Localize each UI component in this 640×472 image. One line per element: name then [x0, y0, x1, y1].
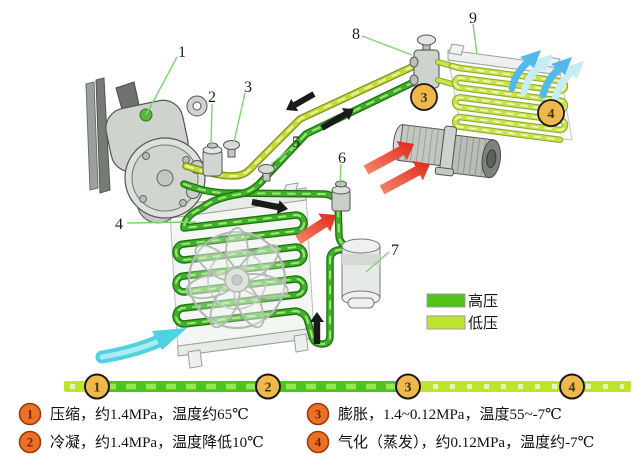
sight-glass-6: [331, 180, 351, 212]
diagram-stage-circle-4: [537, 99, 565, 127]
part-label-1: 1: [178, 44, 186, 61]
cold-air-out-arrows: [508, 50, 572, 99]
stage-circle-4: [559, 373, 585, 400]
compressor-bolt: [142, 152, 150, 160]
leader-6: [339, 163, 342, 187]
stage-item-circle: [18, 430, 42, 454]
hot-air-arrows: [295, 141, 430, 245]
compressor-bolt: [179, 199, 187, 207]
stage-item-text: 膨胀，1.4~0.12MPa，温度55~-7℃: [338, 406, 562, 423]
evaporator-tab-left: [448, 43, 465, 56]
stage-item-circle: [306, 430, 330, 454]
stage-circle-num-2: 2: [265, 381, 272, 396]
stage-circle-num-3: 3: [405, 381, 412, 396]
part-label-2: 2: [208, 89, 216, 106]
part-labels: 1 2 3 4 5 6 7 8 9: [115, 10, 477, 259]
expansion-valve: [409, 34, 440, 89]
fan-blades: [185, 227, 289, 329]
stage-circle-num-1: 1: [94, 381, 101, 396]
stage-item-1: 1 压缩，约1.4MPa，温度约65℃: [18, 402, 249, 426]
diagram-stage-circle-3: [410, 83, 438, 111]
part-label-7: 7: [391, 242, 399, 259]
stage-circle-num-4: 4: [569, 381, 576, 396]
stage-item-circle: [306, 402, 330, 426]
legend-swatch-low-pressure: [426, 315, 466, 330]
blower-ribs-right: [456, 135, 487, 177]
leader-2: [210, 103, 213, 146]
stage-item-circle: [18, 402, 42, 426]
stage-item-num: 4: [315, 435, 322, 450]
legend-label-high-pressure: 高压: [468, 293, 498, 310]
part-label-9: 9: [469, 10, 477, 27]
leader-5: [268, 146, 293, 167]
stage-circle-1: [84, 373, 110, 400]
hot-air-arrow: [379, 161, 430, 195]
part-label-4: 4: [115, 216, 123, 233]
leader-1: [145, 56, 178, 116]
part-label-3: 3: [244, 79, 252, 96]
leader-4: [126, 221, 197, 224]
stage-item-2: 2 冷凝，约1.4MPa，温度降低10℃: [18, 430, 264, 454]
legend-swatch-high-pressure: [426, 293, 466, 308]
stage-bar-markers: 1 2 3 4: [84, 373, 585, 400]
stage-circle-2: [255, 373, 281, 400]
receiver-drier: [341, 238, 381, 309]
blower-mount: [434, 166, 454, 177]
hot-air-arrow: [295, 213, 336, 245]
compressor-ear-hole: [192, 101, 202, 111]
stage-list: 1 压缩，约1.4MPa，温度约65℃ 2 冷凝，约1.4MPa，温度降低10℃…: [18, 402, 594, 454]
stage-item-text: 压缩，约1.4MPa，温度约65℃: [50, 406, 249, 423]
condenser-leg-left: [187, 349, 203, 369]
valve-5: [258, 164, 275, 182]
leader-3: [233, 92, 246, 143]
cold-air-intake-arrow: [95, 328, 187, 364]
part-label-8: 8: [352, 26, 360, 43]
flow-arrows: [251, 91, 354, 344]
flow-arrow-condenser-top: [251, 198, 288, 214]
hot-air-arrow: [363, 141, 414, 175]
compressor: [85, 77, 208, 224]
compressor-bolt: [139, 195, 147, 203]
legend: 高压 低压: [426, 293, 498, 332]
leader-7: [365, 251, 390, 273]
condenser-fan: [185, 227, 289, 330]
flow-arrow-suction: [286, 91, 316, 112]
legend-label-low-pressure: 低压: [468, 315, 498, 332]
diagram-stage-markers: 3 4: [410, 83, 565, 127]
stage-item-text: 气化（蒸发），约0.12MPa，温度约-7℃: [338, 434, 594, 451]
part-label-5: 5: [292, 134, 300, 151]
flow-arrow-riser-up: [310, 312, 324, 344]
blower-motor: [392, 124, 502, 179]
stage-item-4: 4 气化（蒸发），约0.12MPa，温度约-7℃: [306, 430, 594, 454]
condenser-leg-right: [293, 333, 309, 353]
cold-air-arrows: [95, 50, 584, 364]
leader-lines: [126, 23, 478, 273]
diagram-stage-num-3: 3: [421, 91, 428, 106]
flow-arrow-liquid: [320, 108, 354, 131]
stage-item-num: 2: [27, 435, 34, 450]
compressor-hub: [156, 169, 174, 187]
evaporator-top-frame: [447, 49, 561, 76]
receiver-bottom-cap: [347, 297, 375, 309]
diagram-stage-num-4: 4: [548, 107, 555, 122]
stage-item-num: 3: [315, 407, 322, 422]
cold-air-out-ghosts: [520, 54, 584, 103]
stage-item-text: 冷凝，约1.4MPa，温度降低10℃: [50, 434, 264, 451]
service-valve-2: [202, 142, 223, 177]
stage-item-num: 1: [27, 407, 34, 422]
stage-bar: 1 2 3 4: [64, 373, 631, 400]
stage-item-3: 3 膨胀，1.4~0.12MPa，温度55~-7℃: [306, 402, 562, 426]
leader-8: [361, 35, 413, 56]
part-label-6: 6: [338, 150, 346, 167]
stage-circle-3: [395, 373, 421, 400]
leader-9: [472, 23, 478, 55]
valve-3: [223, 140, 240, 158]
